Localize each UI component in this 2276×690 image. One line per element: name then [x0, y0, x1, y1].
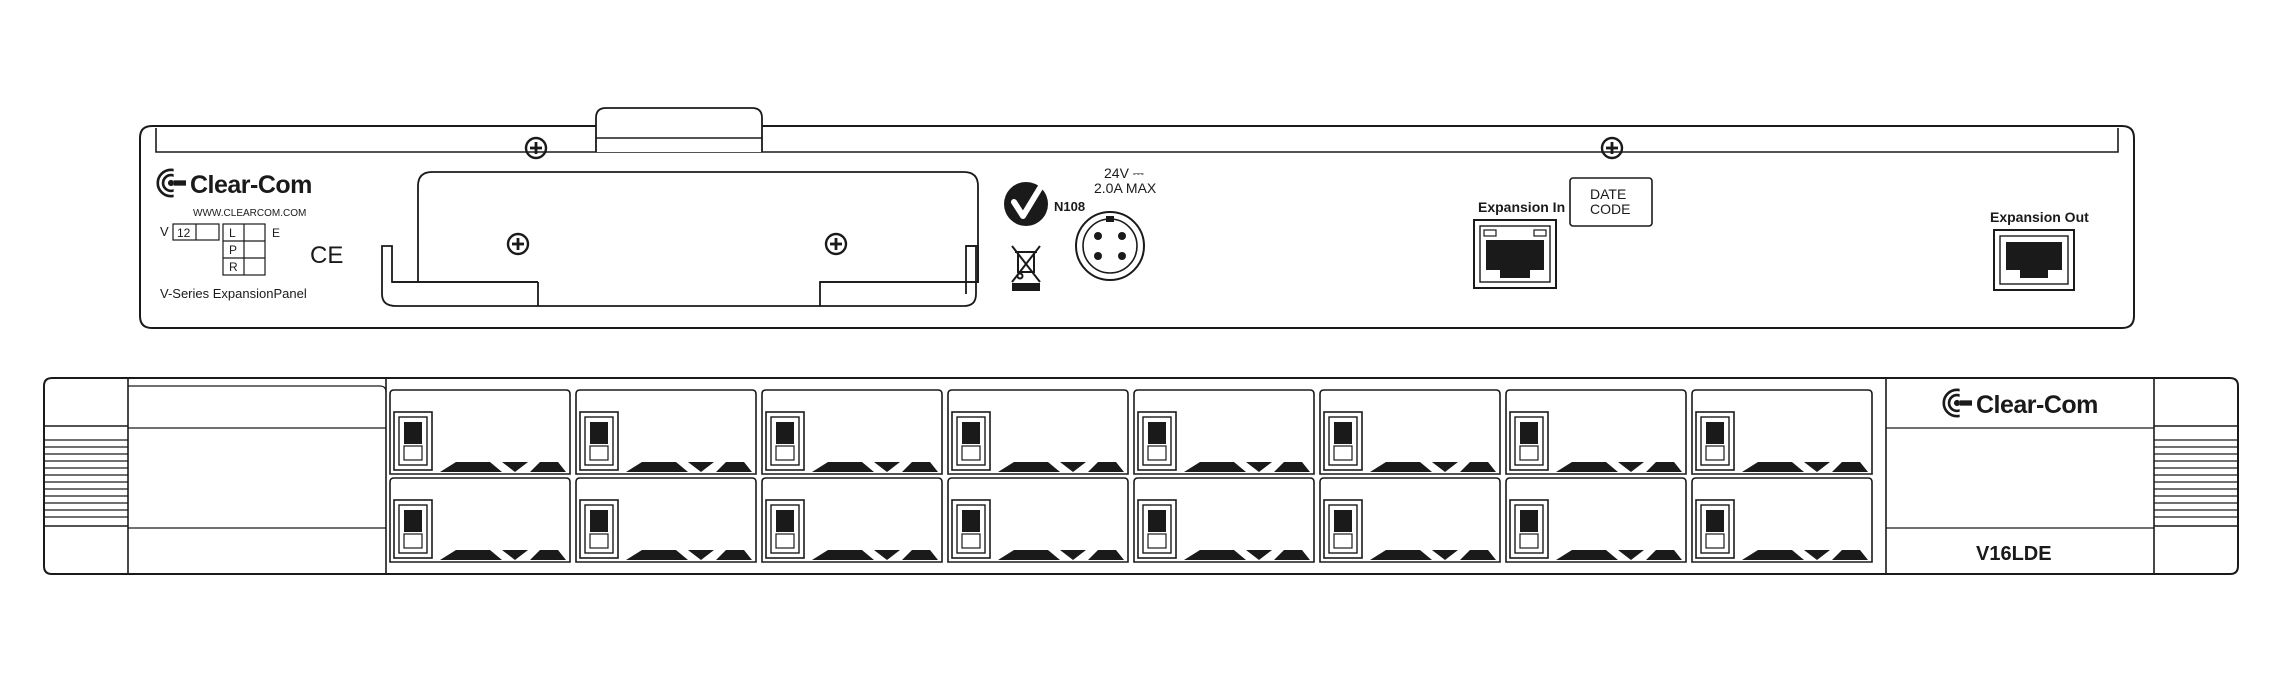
lever-key-icon[interactable]: [947, 477, 1129, 563]
cert-code: N108: [1054, 199, 1085, 214]
lever-key-grid: [389, 389, 1873, 563]
lever-key-icon[interactable]: [389, 477, 571, 563]
lever-key-icon[interactable]: [761, 389, 943, 475]
lever-key-icon[interactable]: [575, 477, 757, 563]
rear-brand: Clear-Com: [190, 171, 312, 199]
lpr-l: L: [229, 226, 236, 240]
ce-mark: CE: [310, 242, 343, 269]
screw-icon: [1600, 136, 1624, 160]
lever-key-icon[interactable]: [575, 389, 757, 475]
clearcom-logo-icon: [156, 168, 186, 198]
rack-ear-icon: [2153, 378, 2238, 574]
power-connector-icon: [1075, 211, 1145, 281]
lever-key-icon[interactable]: [1505, 389, 1687, 475]
screw-icon: [506, 232, 530, 256]
version-label: V: [160, 224, 169, 239]
lever-key-icon[interactable]: [1691, 477, 1873, 563]
lpr-p: P: [229, 243, 237, 257]
rj45-port-icon[interactable]: [1473, 219, 1557, 289]
screw-icon: [824, 232, 848, 256]
lever-key-icon[interactable]: [389, 389, 571, 475]
lever-key-icon[interactable]: [1319, 477, 1501, 563]
lever-key-icon[interactable]: [1691, 389, 1873, 475]
weee-bin-icon: [1011, 245, 1041, 291]
date-code-line2: CODE: [1590, 201, 1630, 217]
rack-ear-icon: [44, 378, 129, 574]
rcm-check-icon: [1004, 182, 1048, 226]
lever-key-icon[interactable]: [1505, 477, 1687, 563]
lever-key-icon[interactable]: [1133, 389, 1315, 475]
front-brand: Clear-Com: [1976, 391, 2098, 419]
expansion-out-label: Expansion Out: [1990, 209, 2089, 225]
lever-key-icon[interactable]: [761, 477, 943, 563]
lever-key-icon[interactable]: [947, 389, 1129, 475]
rear-panel: Clear-Com WWW.CLEARCOM.COM V 12 L P R E …: [139, 107, 2135, 329]
lever-key-icon[interactable]: [1133, 477, 1315, 563]
clearcom-logo-icon: [1942, 388, 1972, 418]
rj45-port-icon[interactable]: [1993, 229, 2075, 291]
power-voltage: 24V ⎓: [1104, 165, 1144, 181]
model-name: V-Series ExpansionPanel: [160, 286, 307, 301]
date-code-line1: DATE: [1590, 186, 1626, 202]
front-panel: Clear-Com V16LDE: [43, 377, 2239, 575]
front-model: V16LDE: [1976, 543, 2052, 565]
lpr-r: R: [229, 260, 238, 274]
lever-key-icon[interactable]: [1319, 389, 1501, 475]
expansion-in-label: Expansion In: [1478, 199, 1565, 215]
e-label: E: [272, 226, 280, 240]
power-current: 2.0A MAX: [1094, 180, 1157, 196]
version-value: 12: [177, 226, 191, 240]
website: WWW.CLEARCOM.COM: [193, 208, 306, 219]
screw-icon: [524, 136, 548, 160]
